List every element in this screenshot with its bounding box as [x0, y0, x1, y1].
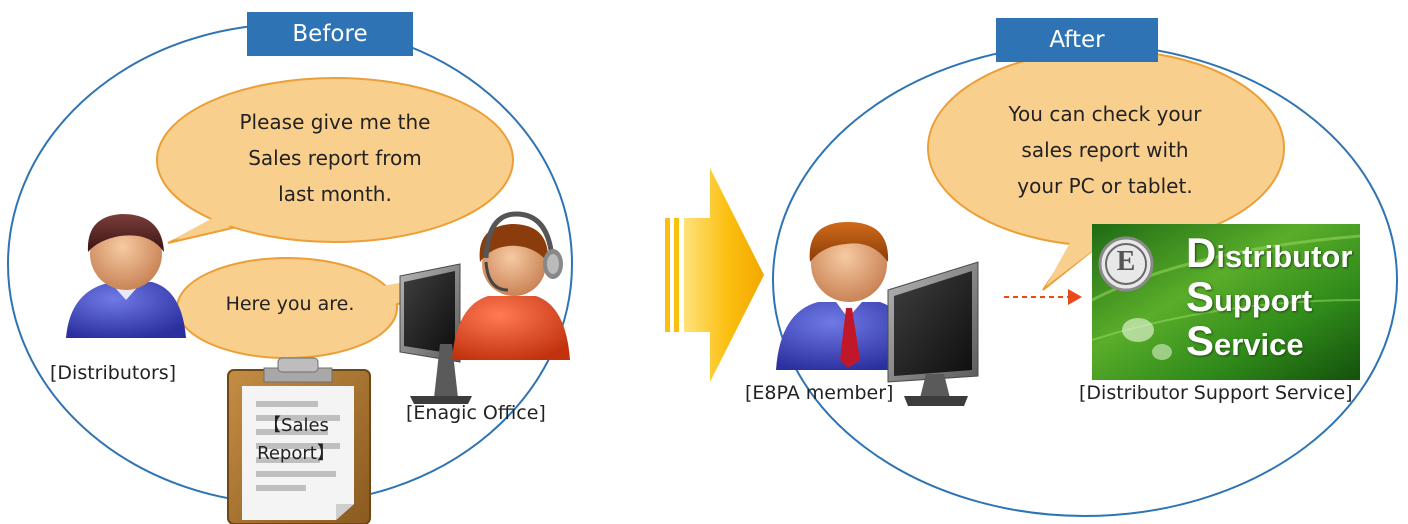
enagic-office-label: [Enagic Office] — [406, 402, 546, 424]
reply-speech-text: Here you are. — [225, 293, 355, 315]
e8pa-member-label: [E8PA member] — [745, 382, 894, 404]
report-title: 【Sales Report】 — [246, 412, 346, 468]
dss-logo-line-2: Support — [1186, 273, 1313, 320]
after-line-3: your PC or tablet. — [1017, 174, 1193, 198]
dss-emblem-letter: E — [1116, 246, 1136, 277]
speech-bubble-after — [927, 49, 1285, 291]
after-line-2: sales report with — [1021, 138, 1189, 162]
report-line-1: 【Sales — [263, 415, 329, 436]
dashed-link-arrow — [1004, 289, 1082, 305]
after-tab: After — [996, 18, 1158, 62]
distributor-person-icon — [66, 214, 186, 338]
request-speech-text: Please give me the Sales report from las… — [190, 104, 480, 212]
clipboard-report-icon — [227, 357, 371, 524]
e8pa-member-person-icon — [776, 222, 916, 370]
report-line-2: Report】 — [257, 443, 335, 464]
request-line-1: Please give me the — [239, 110, 431, 134]
after-speech-text: You can check your sales report with you… — [960, 96, 1250, 204]
dss-logo-image — [1091, 224, 1361, 380]
dss-label: [Distributor Support Service] — [1079, 382, 1353, 404]
dss-logo-line-3: Service — [1186, 317, 1304, 364]
member-computer-monitor-icon — [887, 261, 979, 406]
request-line-2: Sales report from — [248, 146, 422, 170]
dss-logo-line-1: Distributor — [1186, 229, 1353, 276]
speech-bubble-request — [156, 77, 514, 244]
before-tab: Before — [247, 12, 413, 56]
office-computer-monitor-icon — [399, 263, 472, 404]
after-line-1: You can check your — [1008, 102, 1202, 126]
big-right-arrow-icon — [665, 168, 764, 382]
distributors-label: [Distributors] — [50, 362, 177, 384]
request-line-3: last month. — [278, 182, 392, 206]
operator-headset-icon — [452, 211, 570, 360]
